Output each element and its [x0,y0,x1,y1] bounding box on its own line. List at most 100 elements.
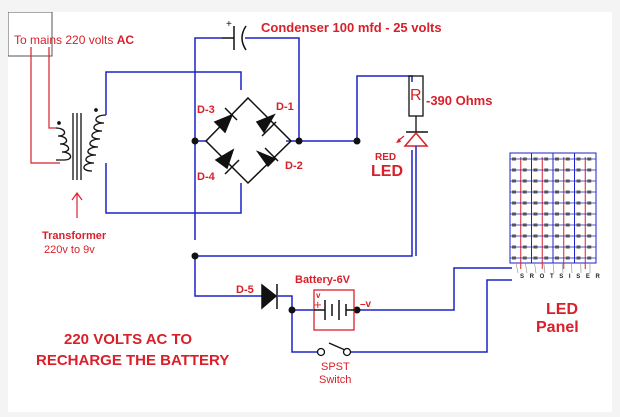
panel-led [555,168,559,172]
panel-led [587,245,592,249]
panel-led [555,256,559,260]
panel-resistor-lead [561,262,564,274]
panel-led [576,223,581,227]
panel-led [587,212,592,216]
d4-label: D-4 [197,171,215,183]
wire-battery-neg [357,267,512,311]
panel-led [587,201,592,205]
panel-led [587,234,592,238]
spst-switch [316,342,352,357]
wire-d5-in [194,256,262,297]
panel-resistor-char: R [595,274,600,280]
panel-led [576,245,581,249]
panel-led [555,190,559,194]
mains-wires [30,47,60,164]
capacitor [222,25,247,51]
panel-led [544,256,549,260]
panel-led [544,223,549,227]
wires [105,37,512,353]
panel-resistor-lead [552,262,555,274]
panel-led [555,201,559,205]
panel-led [533,256,538,260]
mains-plug-box [8,12,53,57]
panel-led [522,223,527,227]
panel-led [555,223,559,227]
panel-led [576,179,581,183]
panel-led [555,179,559,183]
panel-resistor-char: S [576,274,581,280]
panel-led [587,179,592,183]
diode-d5 [261,283,278,310]
schematic [8,12,597,357]
panel-resistor-lead [524,262,528,274]
panel-resistor-lead [515,262,519,274]
wire-bridge-out [286,75,413,142]
panel-led [522,245,527,249]
led-panel [509,152,597,274]
wire-cap-left [194,37,222,240]
panel-resistor-char: S [520,274,525,280]
panel-led [565,179,570,183]
d2-label: D-2 [285,160,303,172]
panel-led [533,157,538,161]
diode-d1 [255,113,276,134]
panel-led [565,212,570,216]
panel-resistor-char: O [539,274,545,280]
title-line1: 220 VOLTS AC TO [64,331,193,348]
panel-led [533,179,538,183]
battery [314,300,357,320]
panel-led [544,179,549,183]
panel-led [544,157,549,161]
panel-led [512,245,516,249]
wire-secondary-bottom [105,163,242,214]
panel-led [565,157,570,161]
panel-led [544,201,549,205]
transformer [55,108,107,180]
panel-led [522,179,527,183]
panel-led [555,245,559,249]
diode-d2 [255,150,277,168]
diode-d4 [214,148,235,170]
panel-led [587,190,592,194]
panel-led [512,234,516,238]
panel-led [587,223,592,227]
wire-switch-right [350,279,512,353]
panel-led [544,168,549,172]
panel-led [587,168,592,172]
panel-led [555,234,559,238]
panel-led [576,256,581,260]
panel-led [576,212,581,216]
panel-led [522,201,527,205]
wire-secondary-top [105,71,242,115]
switch-word-label: Switch [319,374,352,386]
panel-led [512,157,516,161]
panel-led [565,190,570,194]
panel-led [544,190,549,194]
panel-led [522,234,527,238]
panel-led [512,168,516,172]
panel-led [533,168,538,172]
panel-led [512,223,516,227]
panel-led [544,245,549,249]
d5-label: D-5 [236,284,254,296]
panel-resistor-lead [534,262,537,274]
switch-type-label: SPST [321,361,350,373]
panel-led [522,212,527,216]
panel-led [533,201,538,205]
capacitor-label: Condenser 100 mfd - 25 volts [261,20,442,35]
wire-d5-out [278,295,314,311]
panel-led [522,157,527,161]
panel-led [565,245,570,249]
panel-led [576,234,581,238]
panel-led [533,212,538,216]
secondary-coil [83,114,107,172]
transformer-arrow [71,191,83,218]
panel-led [512,212,516,216]
panel-led [576,190,581,194]
panel-led [533,245,538,249]
diode-d3 [213,113,234,134]
mains-label: To mains 220 volts AC [14,33,135,47]
panel-resistor-char: T [549,274,554,280]
panel-led [512,201,516,205]
